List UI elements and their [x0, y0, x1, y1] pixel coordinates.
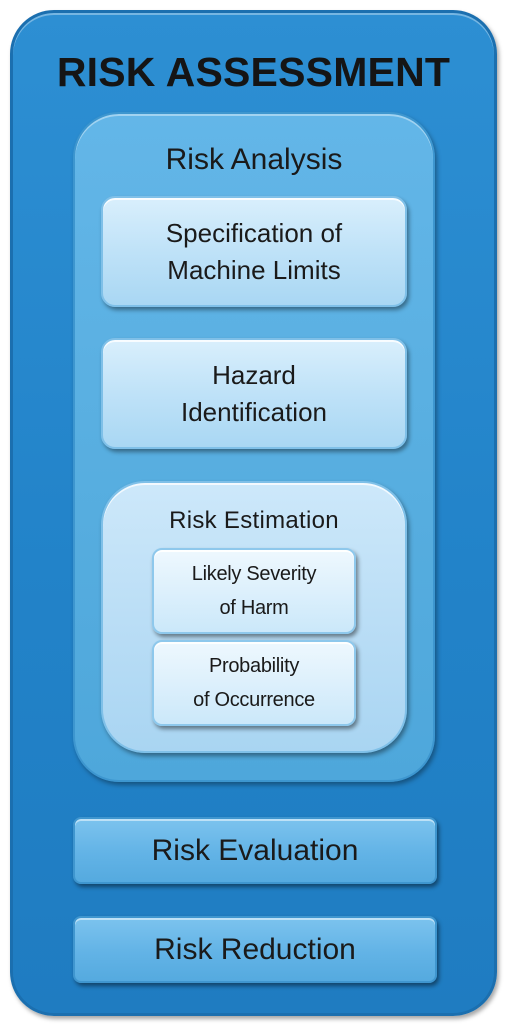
- probability-of-occurrence-box: Probability of Occurrence: [152, 640, 356, 726]
- probability-line-1: Probability: [208, 655, 300, 677]
- risk-evaluation-box: Risk Evaluation: [73, 817, 437, 884]
- severity-line-2: of Harm: [219, 597, 289, 619]
- probability-line-2: of Occurrence: [193, 689, 315, 711]
- hazard-line-2: Identification: [181, 396, 327, 427]
- hazard-line-1: Hazard: [212, 359, 296, 390]
- hazard-identification-box: Hazard Identification: [101, 338, 407, 449]
- diagram-title: RISK ASSESSMENT: [56, 48, 451, 95]
- severity-line-1: Likely Severity: [191, 563, 317, 585]
- risk-reduction-box: Risk Reduction: [73, 916, 437, 983]
- risk-analysis-label: Risk Analysis: [165, 143, 343, 176]
- likely-severity-of-harm-box: Likely Severity of Harm: [152, 548, 356, 634]
- specification-line-1: Specification of: [165, 217, 343, 248]
- specification-of-machine-limits-box: Specification of Machine Limits: [101, 196, 407, 307]
- specification-line-2: Machine Limits: [167, 254, 341, 285]
- risk-estimation-label: Risk Estimation: [169, 507, 339, 534]
